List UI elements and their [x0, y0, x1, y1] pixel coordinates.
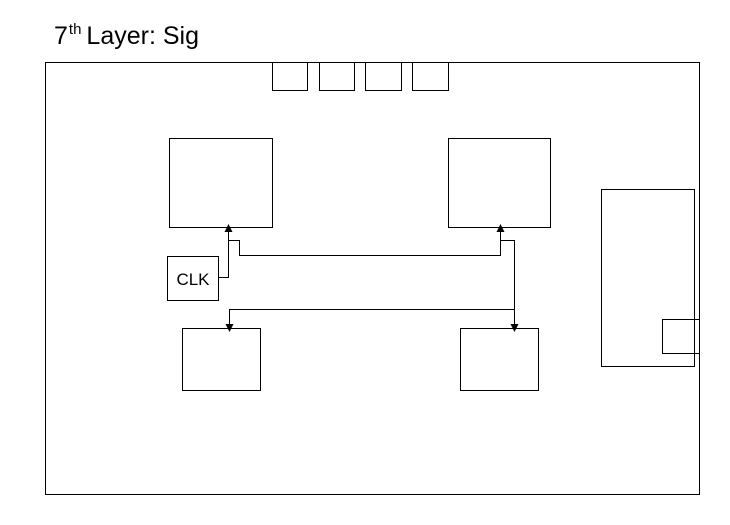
side-module — [601, 189, 695, 367]
clk-trace-to-top-left-chip — [218, 224, 233, 278]
edge-connector-4 — [412, 62, 449, 91]
clock-source-box — [167, 256, 219, 301]
chip-bottom-left — [182, 328, 261, 391]
edge-connector-1 — [272, 62, 308, 91]
edge-connector-3 — [365, 62, 402, 91]
clock-label: CLK — [176, 270, 210, 289]
chip-top-left — [169, 138, 273, 228]
chip-top-right — [448, 138, 551, 228]
clk-trace-to-bottom-right-chip — [500, 240, 519, 332]
clk-trace-to-bottom-left-chip — [225, 309, 515, 332]
title-number: 7 — [54, 22, 68, 50]
side-module-connector — [662, 319, 700, 354]
chip-bottom-right — [460, 328, 539, 391]
clk-trace-to-top-right-chip — [228, 224, 505, 256]
title-text: Layer: Sig — [86, 22, 199, 50]
title-superscript: th — [68, 21, 82, 38]
edge-connector-2 — [319, 62, 355, 91]
